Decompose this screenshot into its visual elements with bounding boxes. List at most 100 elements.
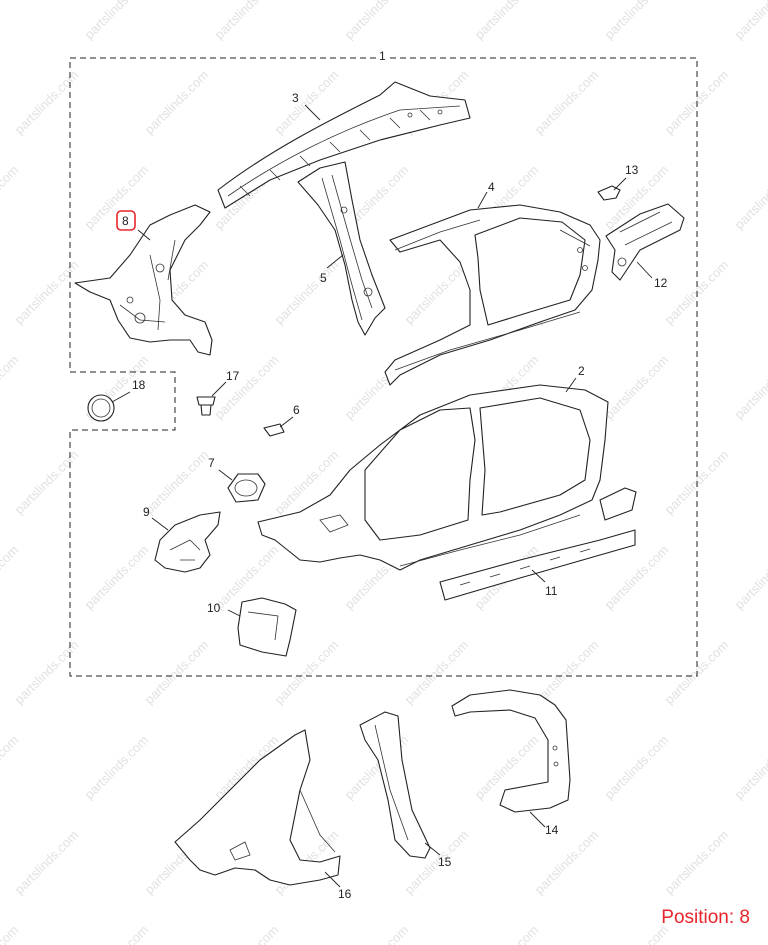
callout-4[interactable]: 4 (488, 180, 495, 194)
watermark-text: partslinds.com (402, 257, 472, 327)
watermark-text: partslinds.com (142, 637, 212, 707)
watermark-text: partslinds.com (732, 0, 768, 42)
callout-18[interactable]: 18 (132, 378, 146, 392)
callout-1[interactable]: 1 (377, 47, 388, 65)
watermark-text: partslinds.com (602, 352, 672, 422)
watermark-text: partslinds.com (662, 67, 732, 137)
callout-2[interactable]: 2 (578, 364, 585, 378)
callout-6[interactable]: 6 (293, 403, 300, 417)
watermark-text: partslinds.com (12, 257, 82, 327)
leader-4 (477, 191, 488, 209)
watermark-text: partslinds.com (12, 447, 82, 517)
leader-13 (613, 177, 627, 191)
watermark-text: partslinds.com (472, 922, 542, 945)
watermark-text: partslinds.com (0, 732, 21, 802)
watermark-text: partslinds.com (142, 447, 212, 517)
watermark-text: partslinds.com (142, 67, 212, 137)
leader-9 (151, 517, 169, 531)
watermark-text: partslinds.com (532, 827, 602, 897)
highlight-box-8 (116, 210, 136, 231)
watermark-text: partslinds.com (12, 637, 82, 707)
leader-6 (279, 416, 294, 428)
part-17-plug[interactable] (196, 396, 216, 416)
part-18-grommet[interactable] (87, 394, 115, 422)
watermark-text: partslinds.com (212, 0, 282, 42)
watermark-text: partslinds.com (602, 0, 672, 42)
callout-14[interactable]: 14 (545, 823, 559, 837)
callout-3[interactable]: 3 (292, 91, 299, 105)
callout-5[interactable]: 5 (320, 271, 327, 285)
watermark-text: partslinds.com (12, 827, 82, 897)
callout-12[interactable]: 12 (654, 276, 668, 290)
watermark-text: partslinds.com (0, 0, 21, 42)
part-15-b-pillar-outer[interactable] (359, 711, 431, 859)
callout-16[interactable]: 16 (338, 887, 352, 901)
leader-16 (324, 871, 341, 888)
watermark-text: partslinds.com (342, 922, 412, 945)
watermark-text: partslinds.com (342, 0, 412, 42)
watermark-text: partslinds.com (0, 352, 21, 422)
watermark-text: partslinds.com (82, 542, 152, 612)
watermark-text: partslinds.com (402, 637, 472, 707)
leader-5 (326, 254, 344, 269)
part-7-fuel-filler-housing[interactable] (227, 473, 266, 503)
watermark-text: partslinds.com (662, 447, 732, 517)
watermark-text: partslinds.com (12, 67, 82, 137)
leader-8 (137, 229, 151, 241)
leader-15 (424, 842, 441, 856)
watermark-text: partslinds.com (532, 67, 602, 137)
watermark-text: partslinds.com (662, 827, 732, 897)
part-14-front-pillar-outer[interactable] (451, 689, 571, 813)
watermark-text: partslinds.com (732, 542, 768, 612)
watermark-text: partslinds.com (82, 0, 152, 42)
assembly-frame (69, 57, 698, 677)
part-13-bracket[interactable] (597, 185, 621, 201)
leader-14 (529, 811, 546, 828)
callout-15[interactable]: 15 (438, 855, 452, 869)
watermark-text: partslinds.com (0, 922, 21, 945)
watermark-text: partslinds.com (732, 352, 768, 422)
leader-12 (636, 261, 653, 279)
watermark-text: partslinds.com (602, 732, 672, 802)
leader-3 (304, 104, 321, 121)
watermark-text: partslinds.com (602, 542, 672, 612)
position-label: Position: 8 (661, 907, 750, 928)
part-10-lower-bracket[interactable] (237, 597, 297, 657)
leader-11 (531, 569, 546, 583)
watermark-text: partslinds.com (732, 732, 768, 802)
watermark-text: partslinds.com (662, 257, 732, 327)
watermark-text: partslinds.com (82, 922, 152, 945)
callout-17[interactable]: 17 (226, 369, 240, 383)
callout-8[interactable]: 8 (122, 214, 129, 228)
watermark-text: partslinds.com (662, 637, 732, 707)
part-9-rear-bracket[interactable] (154, 511, 221, 573)
callout-11[interactable]: 11 (545, 584, 558, 598)
part-16-rear-quarter-outer[interactable] (174, 729, 341, 886)
leader-10 (227, 609, 241, 617)
part-8-rear-quarter-inner[interactable] (74, 204, 213, 356)
part-3-roof-rail[interactable] (217, 81, 471, 209)
callout-7[interactable]: 7 (208, 456, 215, 470)
watermark-text: partslinds.com (272, 257, 342, 327)
watermark-text: partslinds.com (0, 542, 21, 612)
watermark-text: partslinds.com (212, 352, 282, 422)
leader-7 (218, 469, 233, 481)
part-11-rocker-reinforcement[interactable] (439, 487, 637, 601)
callout-10[interactable]: 10 (207, 601, 221, 615)
watermark-text: partslinds.com (212, 922, 282, 945)
part-6-clip[interactable] (263, 423, 285, 437)
leader-17 (211, 381, 227, 397)
part-5-b-pillar[interactable] (297, 161, 386, 336)
callout-13[interactable]: 13 (625, 163, 639, 177)
leader-18 (111, 391, 131, 403)
watermark-text: partslinds.com (472, 0, 542, 42)
watermark-text: partslinds.com (732, 162, 768, 232)
part-12-front-reinforcement[interactable] (605, 203, 685, 281)
watermark-text: partslinds.com (82, 732, 152, 802)
part-2-body-side-outer[interactable] (257, 384, 609, 571)
leader-2 (565, 377, 577, 393)
callout-9[interactable]: 9 (143, 505, 150, 519)
part-4-side-frame-inner[interactable] (384, 204, 601, 386)
watermark-text: partslinds.com (0, 162, 21, 232)
